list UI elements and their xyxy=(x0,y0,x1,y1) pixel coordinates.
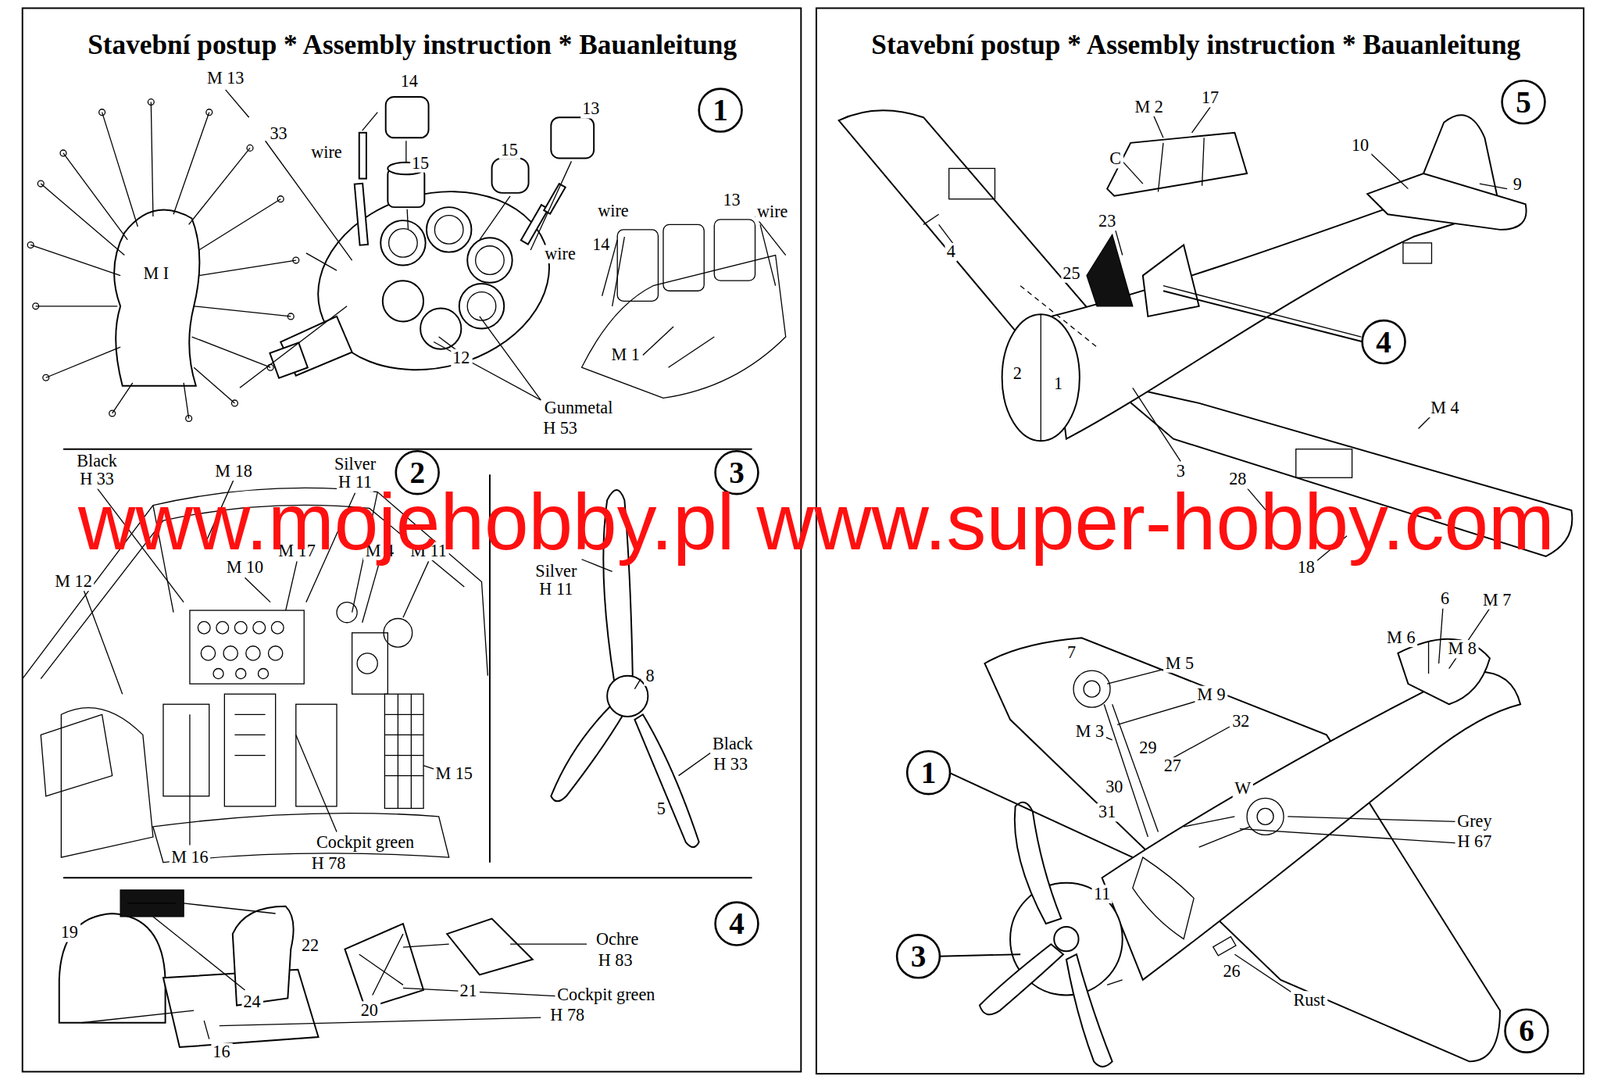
callout-number: 23 xyxy=(1096,211,1118,231)
callout-number: 26 xyxy=(1221,961,1243,981)
paint-label: Ochre xyxy=(593,930,640,950)
paint-label: Cockpit green xyxy=(314,833,416,853)
step-circle: 5 xyxy=(1500,79,1546,125)
paint-label: Rust xyxy=(1291,990,1328,1010)
step-circle: 4 xyxy=(714,900,759,946)
wire-label: wire xyxy=(754,202,790,222)
watermark: www.mojehobby.pl www.super-hobby.com xyxy=(78,482,1555,563)
callout-number: 3 xyxy=(1174,461,1187,481)
callout-number: 11 xyxy=(1091,884,1113,904)
callout-number: 4 xyxy=(944,242,958,261)
paint-label: Gunmetal xyxy=(542,398,615,418)
callout-number: 2 xyxy=(1010,364,1024,383)
paint-label: H 53 xyxy=(541,418,580,438)
part-label: M 13 xyxy=(204,68,247,88)
part-label: M 9 xyxy=(1195,685,1229,704)
part-label: M 18 xyxy=(213,461,255,481)
callout-number: 12 xyxy=(450,348,472,368)
callout-number: 31 xyxy=(1096,802,1118,822)
callout-number: W xyxy=(1232,778,1254,798)
step-circle: 1 xyxy=(697,87,743,133)
paint-label: H 67 xyxy=(1455,832,1494,851)
callout-number: 15 xyxy=(409,153,431,173)
callout-number: 13 xyxy=(721,190,743,210)
part-label: M 7 xyxy=(1480,590,1514,610)
part-label: M 6 xyxy=(1384,628,1418,647)
callout-number: 13 xyxy=(580,100,602,119)
callout-number: 21 xyxy=(457,981,479,1000)
callout-number: 19 xyxy=(58,923,80,943)
paint-label: Grey xyxy=(1455,811,1495,831)
callout-number: 24 xyxy=(241,992,263,1011)
paint-label: Cockpit green xyxy=(555,985,658,1004)
step-number: 6 xyxy=(1518,1015,1535,1047)
callout-number: 15 xyxy=(498,140,520,160)
callout-number: 6 xyxy=(1438,589,1451,608)
step-circle: 1 xyxy=(906,750,951,795)
step-number: 3 xyxy=(910,940,927,972)
step-number: 4 xyxy=(1375,326,1392,358)
callout-number: 5 xyxy=(654,800,668,819)
wire-label: wire xyxy=(542,244,579,264)
callout-number: 32 xyxy=(1230,711,1252,731)
part-label: M 1 xyxy=(609,345,643,365)
callout-number: 27 xyxy=(1161,757,1183,776)
part-label: M 3 xyxy=(1073,721,1107,741)
paint-label: Silver xyxy=(332,454,378,474)
callout-number: 33 xyxy=(267,124,290,143)
paint-label: H 11 xyxy=(537,580,575,600)
callout-number: 30 xyxy=(1103,777,1125,797)
part-label: M 15 xyxy=(433,764,475,783)
callout-number: 7 xyxy=(1064,643,1078,663)
callout-number: 9 xyxy=(1510,175,1524,194)
wire-label: wire xyxy=(309,143,345,163)
step-number: 4 xyxy=(728,907,745,939)
callout-number: 1 xyxy=(1051,374,1065,393)
callout-number: 20 xyxy=(358,1000,380,1020)
part-label: M 4 xyxy=(1428,398,1462,418)
step-circle: 3 xyxy=(896,933,941,979)
part-label: M 8 xyxy=(1446,639,1479,658)
part-label: M 2 xyxy=(1132,97,1166,117)
step-number: 1 xyxy=(921,757,937,788)
callout-number: 16 xyxy=(210,1042,233,1061)
page-title: Stavební postup * Assembly instruction *… xyxy=(87,30,737,61)
part-label: M 16 xyxy=(169,847,211,867)
step-circle: 6 xyxy=(1503,1007,1549,1053)
step-number: 5 xyxy=(1515,86,1532,118)
page-title: Stavební postup * Assembly instruction *… xyxy=(871,30,1521,61)
callout-number: 29 xyxy=(1137,738,1159,758)
paint-label: H 78 xyxy=(548,1005,587,1025)
paint-label: Black xyxy=(710,734,755,754)
paint-label: H 78 xyxy=(309,853,348,873)
part-label: M 5 xyxy=(1163,653,1197,673)
paint-label: Black xyxy=(75,451,120,471)
callout-number: 14 xyxy=(398,71,420,91)
callout-number: 22 xyxy=(299,936,321,956)
part-label: M I xyxy=(141,264,172,283)
callout-number: 14 xyxy=(590,235,612,254)
callout-number: 17 xyxy=(1199,88,1221,108)
step-number: 1 xyxy=(712,94,729,125)
paint-label: H 33 xyxy=(711,754,750,774)
paint-label: Silver xyxy=(533,561,579,581)
callout-number: C xyxy=(1107,150,1124,169)
step-circle: 4 xyxy=(1360,319,1406,365)
callout-number: 8 xyxy=(643,667,657,686)
paint-label: H 83 xyxy=(596,950,635,970)
part-label: M 12 xyxy=(53,571,95,591)
wire-label: wire xyxy=(596,201,632,221)
callout-number: 10 xyxy=(1349,136,1371,156)
callout-number: 25 xyxy=(1060,264,1083,283)
